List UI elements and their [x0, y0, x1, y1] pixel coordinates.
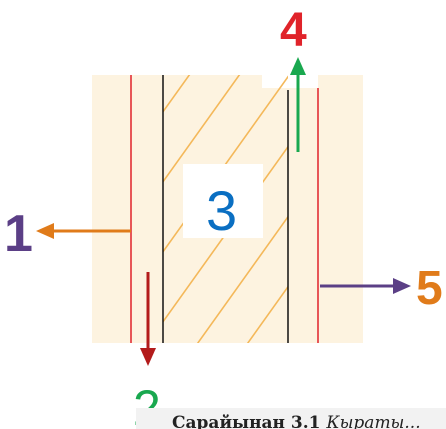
- label-3-backdrop: [183, 164, 263, 238]
- label-3: 3: [206, 179, 237, 242]
- arrow-1: [36, 223, 131, 239]
- label-4: 4: [280, 4, 307, 57]
- arrow-5: [320, 278, 411, 294]
- label-1: 1: [4, 205, 33, 263]
- caption-italic: Кыраты...: [326, 413, 421, 429]
- arrow-2: [140, 272, 156, 366]
- caption-bold: Сарайынан 3.1: [172, 413, 321, 429]
- arrow-4: [290, 57, 306, 152]
- label-5: 5: [416, 262, 443, 315]
- figure-caption: Сарайынан 3.1 Кыраты...: [136, 408, 446, 429]
